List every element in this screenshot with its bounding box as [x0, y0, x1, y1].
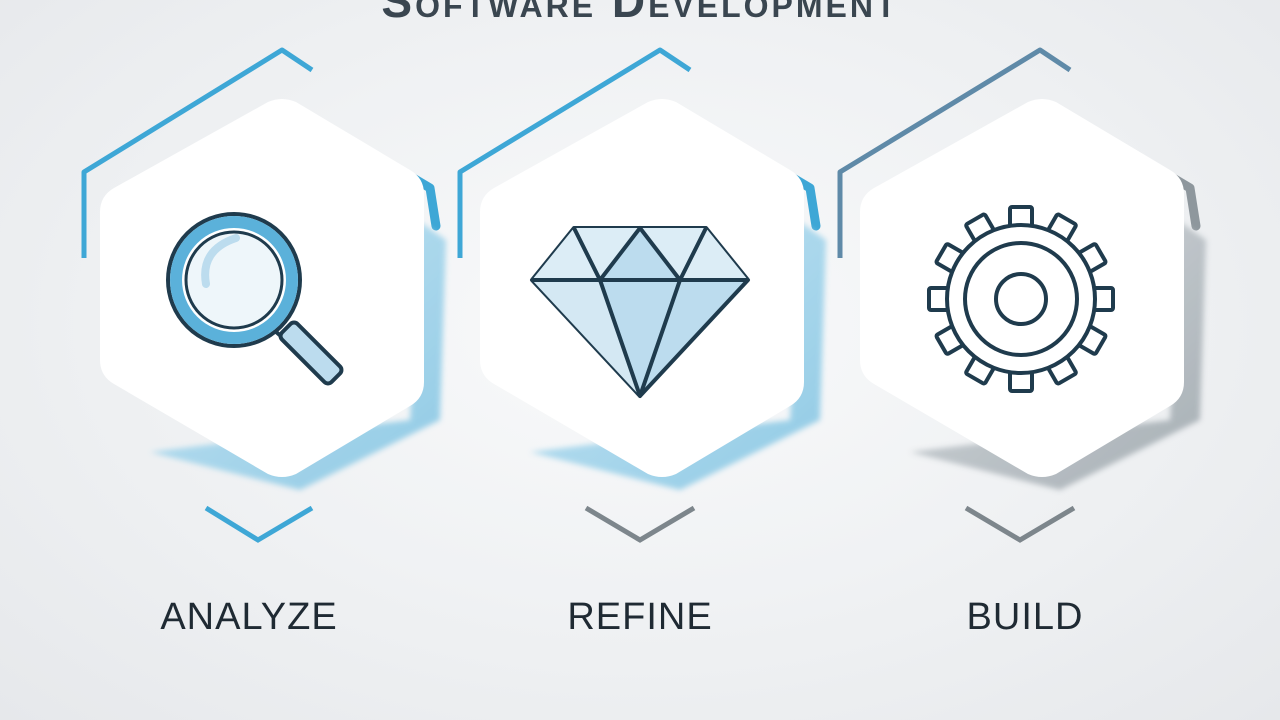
- magnifying-glass-icon: [166, 212, 344, 386]
- step-build: [837, 47, 1206, 543]
- hexagon-outline-analyze: [81, 47, 314, 258]
- step-analyze: [81, 47, 446, 543]
- chevron-down-icon: [204, 505, 314, 543]
- step-refine: [457, 47, 826, 543]
- page-title: Software Development: [381, 0, 899, 27]
- hexagon-outline-refine: [457, 47, 692, 258]
- step-label-analyze: ANALYZE: [160, 596, 338, 638]
- chevron-down-icon: [584, 505, 696, 543]
- gear-icon: [927, 205, 1115, 393]
- hexagon-outline-build: [837, 47, 1072, 258]
- step-label-build: BUILD: [966, 596, 1084, 638]
- step-label-refine: REFINE: [567, 596, 713, 638]
- chevron-down-icon: [964, 505, 1076, 543]
- diamond-icon: [530, 226, 750, 398]
